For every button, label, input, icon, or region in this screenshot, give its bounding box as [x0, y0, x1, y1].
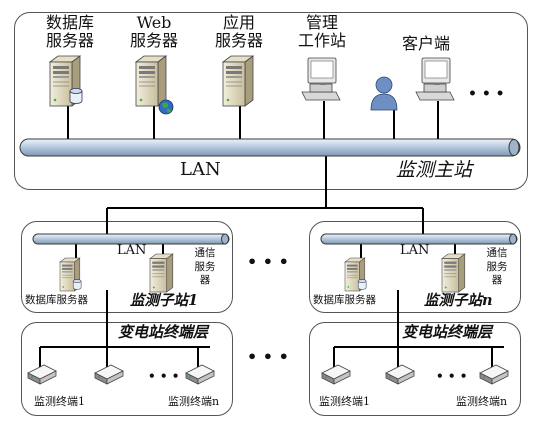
client-computer-icon: [415, 57, 455, 101]
terminal-device-icon: [321, 364, 351, 385]
server-label-workstation: 管理工作站: [297, 13, 346, 51]
substation-1-lan-label: LAN: [117, 243, 147, 258]
server-label-application: 应用服务器: [214, 13, 263, 51]
workstation-icon: [301, 57, 341, 101]
terminal-device-icon: [385, 364, 415, 385]
terminal-layer-1-title: 变电站终端层: [118, 323, 209, 341]
web-server-icon: [135, 55, 174, 115]
substation-1-title: 监测子站1: [130, 292, 199, 309]
substation-1-comm-label: 通信 服务 器: [194, 247, 216, 287]
substation-n-communication-server-icon: [441, 253, 466, 293]
server-label-client: 客户端: [401, 34, 450, 53]
substation-ellipsis: • • •: [247, 252, 289, 271]
user-icon: [370, 76, 398, 111]
terminal-1-label: 监测终端1: [319, 395, 370, 408]
substation-n-lan-bus: [320, 233, 518, 245]
main-station-title: 监测主站: [396, 159, 473, 181]
main-lan-label: LAN: [180, 159, 221, 180]
terminal-device-icon: [479, 364, 509, 385]
database-server-icon: [49, 55, 83, 107]
substation-n-database-server-icon: [344, 257, 367, 292]
client-ellipsis: • • •: [468, 86, 505, 102]
server-label-database: 数据库服务器: [45, 13, 94, 51]
substation-1-communication-server-icon: [149, 253, 174, 293]
terminal-n-label: 监测终端n: [456, 395, 508, 408]
substation-n-comm-label: 通信 服务 器: [486, 247, 508, 287]
substation-n-lan-label: LAN: [400, 243, 430, 258]
substation-1-lan-bus: [32, 233, 230, 245]
application-server-icon: [222, 55, 254, 107]
main-station-panel: [14, 12, 528, 190]
substation-1-database-server-icon: [59, 257, 82, 292]
substation-n-title: 监测子站n: [424, 292, 493, 309]
terminal-device-icon: [94, 364, 124, 385]
substation-n-db-label: 数据库服务器: [313, 294, 376, 306]
terminal-device-icon: [185, 364, 215, 385]
terminal-layer-1-ellipsis: • • •: [148, 369, 180, 383]
terminal-layer-n-ellipsis: • • •: [436, 369, 468, 383]
terminal-device-icon: [27, 364, 57, 385]
terminal-layer-ellipsis: • • •: [247, 347, 289, 366]
terminal-layer-n-title: 变电站终端层: [402, 323, 493, 341]
substation-1-db-label: 数据库服务器: [25, 294, 88, 306]
terminal-n-label: 监测终端n: [168, 395, 220, 408]
main-lan-bus: [19, 138, 521, 157]
terminal-1-label: 监测终端1: [34, 395, 85, 408]
